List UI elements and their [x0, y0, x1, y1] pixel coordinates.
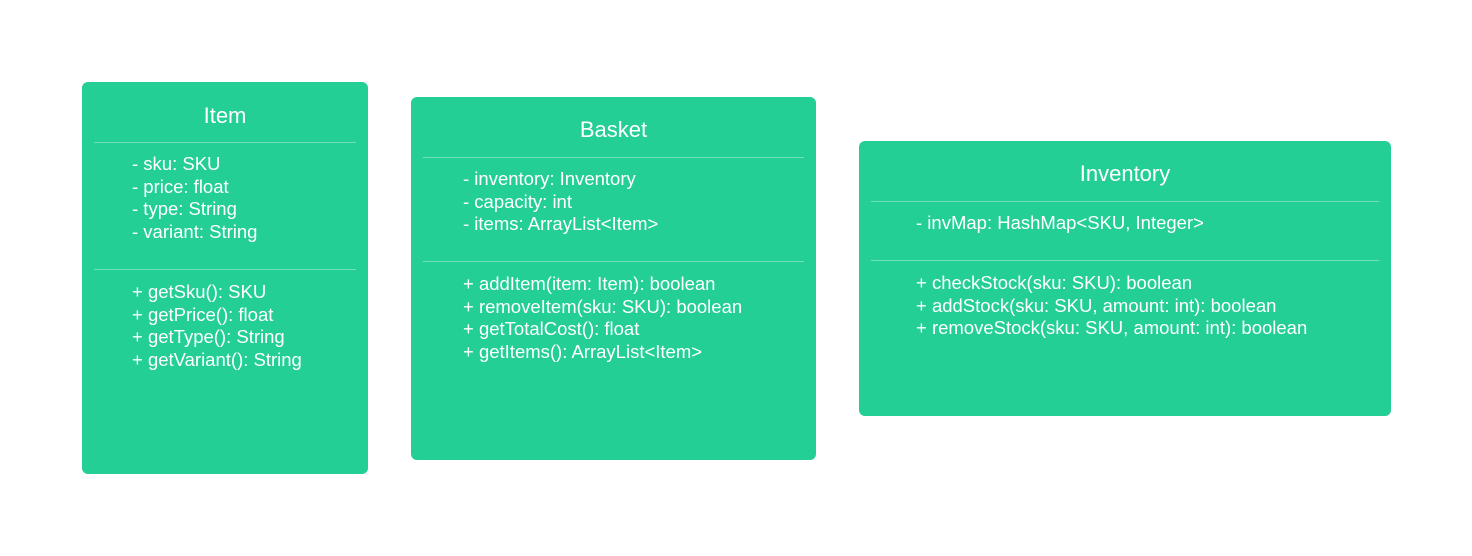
- attribute: - price: float: [132, 175, 229, 197]
- attributes-section: - sku: SKU - price: float - type: String…: [82, 143, 368, 269]
- divider: [423, 261, 804, 262]
- attribute: - invMap: HashMap<SKU, Integer>: [916, 212, 1204, 233]
- method: + getSku(): SKU: [132, 281, 267, 302]
- divider: [423, 157, 804, 158]
- class-name: Inventory: [1079, 161, 1171, 186]
- methods-section: + addItem(item: Item): boolean + removeI…: [411, 262, 816, 363]
- methods-section: + getSku(): SKU + getPrice(): float + ge…: [82, 270, 368, 371]
- attribute: - variant: String: [132, 220, 258, 242]
- method: + addItem(item: Item): boolean: [463, 273, 716, 294]
- divider: [94, 142, 356, 143]
- method: + getItems(): ArrayList<Item>: [463, 340, 703, 362]
- attributes-section: - invMap: HashMap<SKU, Integer>: [859, 202, 1391, 260]
- divider: [871, 260, 1379, 261]
- method: + getType(): String: [132, 326, 285, 347]
- method: + getVariant(): String: [132, 348, 302, 370]
- methods-section: + checkStock(sku: SKU): boolean + addSto…: [859, 261, 1391, 340]
- attribute: - capacity: int: [463, 190, 572, 212]
- divider: [871, 201, 1379, 202]
- class-item[interactable]: Item - sku: SKU - price: float - type: S…: [82, 82, 368, 474]
- method: + checkStock(sku: SKU): boolean: [916, 272, 1193, 293]
- class-basket[interactable]: Basket - inventory: Inventory - capacity…: [411, 97, 816, 460]
- method: + getPrice(): float: [132, 303, 274, 325]
- class-name: Item: [203, 103, 247, 128]
- method: + removeItem(sku: SKU): boolean: [463, 295, 743, 317]
- attribute: - type: String: [132, 198, 237, 219]
- method: + removeStock(sku: SKU, amount: int): bo…: [916, 317, 1308, 338]
- attribute: - items: ArrayList<Item>: [463, 213, 659, 234]
- method: + getTotalCost(): float: [463, 318, 640, 339]
- attributes-section: - inventory: Inventory - capacity: int -…: [411, 158, 816, 261]
- class-name: Basket: [579, 117, 648, 142]
- class-inventory[interactable]: Inventory - invMap: HashMap<SKU, Integer…: [859, 141, 1391, 416]
- divider: [94, 269, 356, 270]
- attribute: - sku: SKU: [132, 153, 221, 174]
- attribute: - inventory: Inventory: [463, 168, 636, 189]
- method: + addStock(sku: SKU, amount: int): boole…: [916, 294, 1277, 316]
